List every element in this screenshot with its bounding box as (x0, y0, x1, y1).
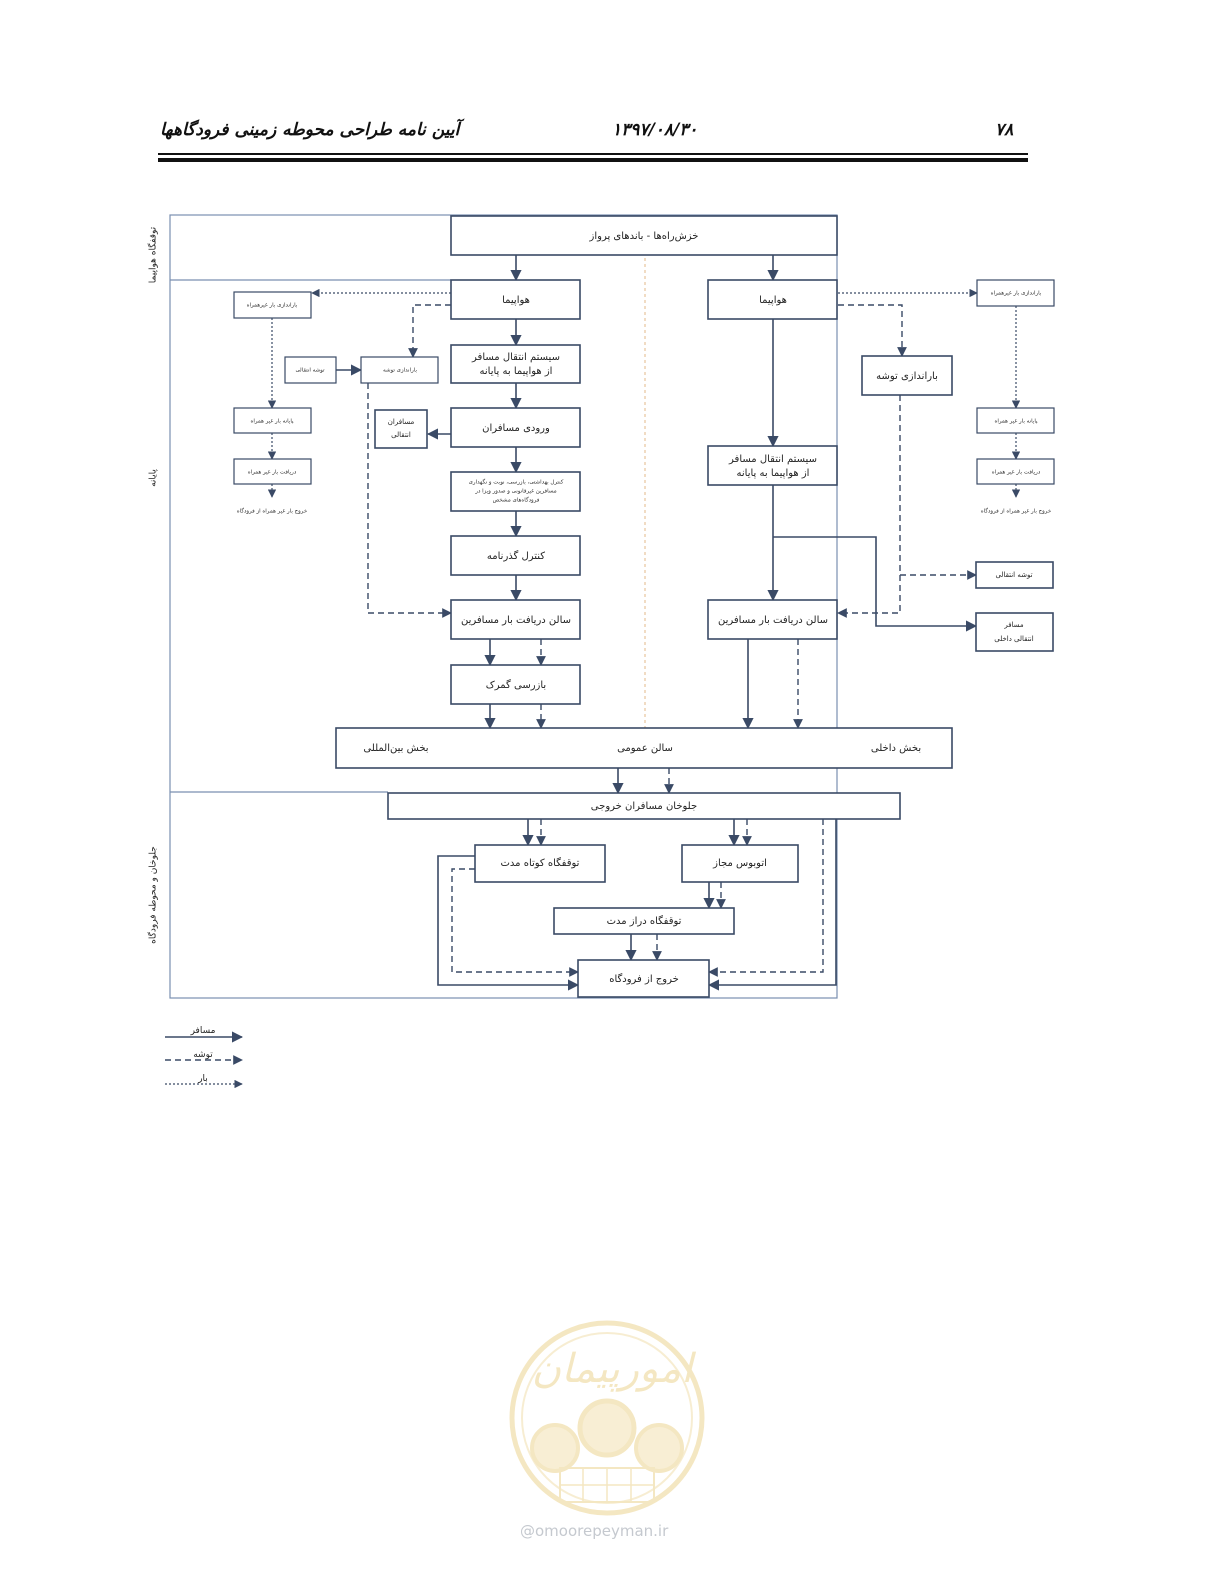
watermark-logo: امورپیمان (509, 1320, 705, 1516)
passenger-flows (336, 255, 978, 991)
box-cargo-terminal-dom: پایانه بار غیر همراه (994, 419, 1038, 425)
baggage-flows (367, 304, 977, 977)
box-health-control-line1: کنترل بهداشتی، بازرسی، نوبت و نگهداری (469, 479, 564, 486)
box-authorized-bus: اتوبوس مجاز (712, 858, 767, 869)
box-domestic-transit-passenger-line2: انتقالی داخلی (994, 635, 1033, 643)
box-cargo-receive-intl: دریافت بار غیر همراه (248, 470, 297, 476)
box-health-control-line3: فرودگاه‌های مشخص (493, 497, 540, 504)
box-passenger-entry: ورودی مسافران (482, 423, 550, 434)
hall-domestic-section: بخش داخلی (871, 743, 921, 754)
box-transfer-system-dom-line1: سیستم انتقال مسافر (728, 454, 817, 465)
box-baggage-hall-intl: سالن دریافت بار مسافرین (461, 615, 571, 626)
box-long-term-parking: توقفگاه دراز مدت (607, 915, 682, 927)
legend: مسافر توشه بار (165, 1026, 244, 1089)
label-cargo-exit-dom: خروج بار غیر همراه از فرودگاه (981, 508, 1051, 515)
legend-cargo: بار (197, 1074, 208, 1084)
box-cargo-unload-intl: باراندازی بار غیرهمراه (247, 303, 298, 309)
box-transit-baggage-intl: توشه انتقالی (295, 368, 325, 374)
document-title: آیین نامه طراحی محوطه زمینی فرودگاهها (160, 120, 460, 140)
box-aircraft-international: هواپیما (502, 295, 530, 306)
box-cargo-receive-dom: دریافت بار غیر همراه (992, 470, 1041, 476)
box-cargo-unload-dom: باراندازی بار غیرهمراه (991, 291, 1042, 297)
box-transit-baggage-dom: توشه انتقالی (995, 571, 1032, 579)
zone-label-aircraft-stand: توقفگاه هواپیما (147, 226, 159, 283)
hall-international-section: بخش بین‌المللی (363, 743, 428, 754)
box-aircraft-domestic: هواپیما (759, 295, 787, 306)
hall-public: سالن عمومی (617, 743, 673, 754)
box-health-control-line2: مسافرین غیرقانونی و صدور ویزا در (474, 489, 556, 495)
header-rule-thick (158, 158, 1028, 162)
box-baggage-hall-dom: سالن دریافت بار مسافرین (718, 615, 828, 626)
legend-passenger: مسافر (190, 1026, 216, 1036)
box-transit-passengers-line2: انتقالی (391, 431, 411, 439)
box-departure-curbside: جلوخان مسافران خروجی (591, 801, 697, 812)
label-cargo-exit-intl: خروج بار غیر همراه از فرودگاه (237, 508, 307, 515)
document-date: ۱۳۹۷/۰۸/۳۰ (612, 120, 698, 140)
box-transfer-system-dom-line2: از هواپیما به پایانه (737, 468, 810, 479)
zone-label-terminal: پایانه (149, 469, 159, 487)
zone-label-landside: جلوخان و محوطه فرودگاه (147, 846, 159, 944)
header-rule-thin (158, 153, 1028, 155)
box-runways: خزش‌راه‌ها - باندهای پرواز (589, 231, 699, 242)
page-number: ۷۸ (995, 120, 1014, 140)
box-domestic-transit-passenger-line1: مسافر (1003, 621, 1024, 629)
box-cargo-terminal-intl: پایانه بار غیر همراه (250, 419, 294, 425)
box-customs: بازرسی گمرک (486, 679, 546, 691)
cargo-flows (267, 288, 1021, 498)
box-transfer-system-intl-line2: از هواپیما به پایانه (480, 366, 553, 377)
legend-baggage: توشه (193, 1050, 213, 1060)
box-short-term-parking: توقفگاه کوتاه مدت (501, 857, 580, 869)
watermark-url: @omoorepeyman.ir (520, 1522, 669, 1540)
box-transit-passengers-line1: مسافران (388, 418, 415, 426)
box-transfer-system-intl-line1: سیستم انتقال مسافر (471, 352, 560, 363)
box-passport-control: کنترل گذرنامه (487, 550, 545, 562)
box-baggage-unload-intl: باراندازی توشه (383, 368, 417, 374)
watermark-brand: امورپیمان (532, 1346, 696, 1392)
box-baggage-unload-dom: باراندازی توشه (876, 371, 938, 382)
box-airport-exit: خروج از فرودگاه (609, 973, 679, 985)
